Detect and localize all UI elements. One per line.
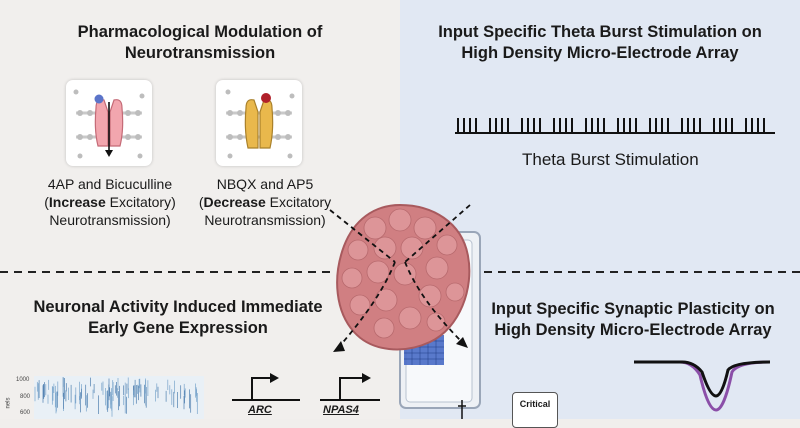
promoter-arrow-icon-arc <box>232 373 300 401</box>
title-gene-expression: Neuronal Activity Induced Immediate Earl… <box>33 298 323 337</box>
raster-spikes <box>34 377 198 417</box>
organoid-icon <box>336 203 471 351</box>
plasticity-axis <box>458 400 466 419</box>
figure-graphics <box>0 89 800 419</box>
caption-increase: 4AP and Bicuculline (Increase Excitatory… <box>44 176 176 228</box>
ion-channel-icon-decrease <box>225 89 295 159</box>
theta-burst-label: Theta Burst Stimulation <box>522 150 699 169</box>
raster-tick-600: 600 <box>20 410 31 416</box>
dashed-arrows <box>329 204 471 349</box>
fepsp-traces <box>634 360 771 412</box>
ion-channel-icon-increase <box>73 89 145 159</box>
title-theta-burst: Input Specific Theta Burst Stimulation o… <box>438 23 762 62</box>
promoter-arrow-icon-npas4 <box>320 373 380 401</box>
raster-plot <box>34 376 204 419</box>
theta-burst-pulses <box>457 118 765 133</box>
arrowhead-right <box>456 337 468 348</box>
caption-decrease: NBQX and AP5 (Decrease Excitatory Neurot… <box>198 176 332 228</box>
arrowhead-left <box>333 341 345 352</box>
gene-label-npas4: NPAS4 <box>323 404 359 416</box>
title-synaptic-plasticity: Input Specific Synaptic Plasticity on Hi… <box>491 300 775 339</box>
raster-tick-1000: 1000 <box>16 377 30 383</box>
title-pharmacological: Pharmacological Modulation of Neurotrans… <box>77 23 323 62</box>
critical-label: Critical <box>519 399 551 409</box>
panel-theta-burst-stimulation <box>400 0 800 272</box>
gene-label-arc: ARC <box>248 404 272 416</box>
channel-card-decrease <box>216 80 302 166</box>
raster-tick-800: 800 <box>20 394 31 400</box>
